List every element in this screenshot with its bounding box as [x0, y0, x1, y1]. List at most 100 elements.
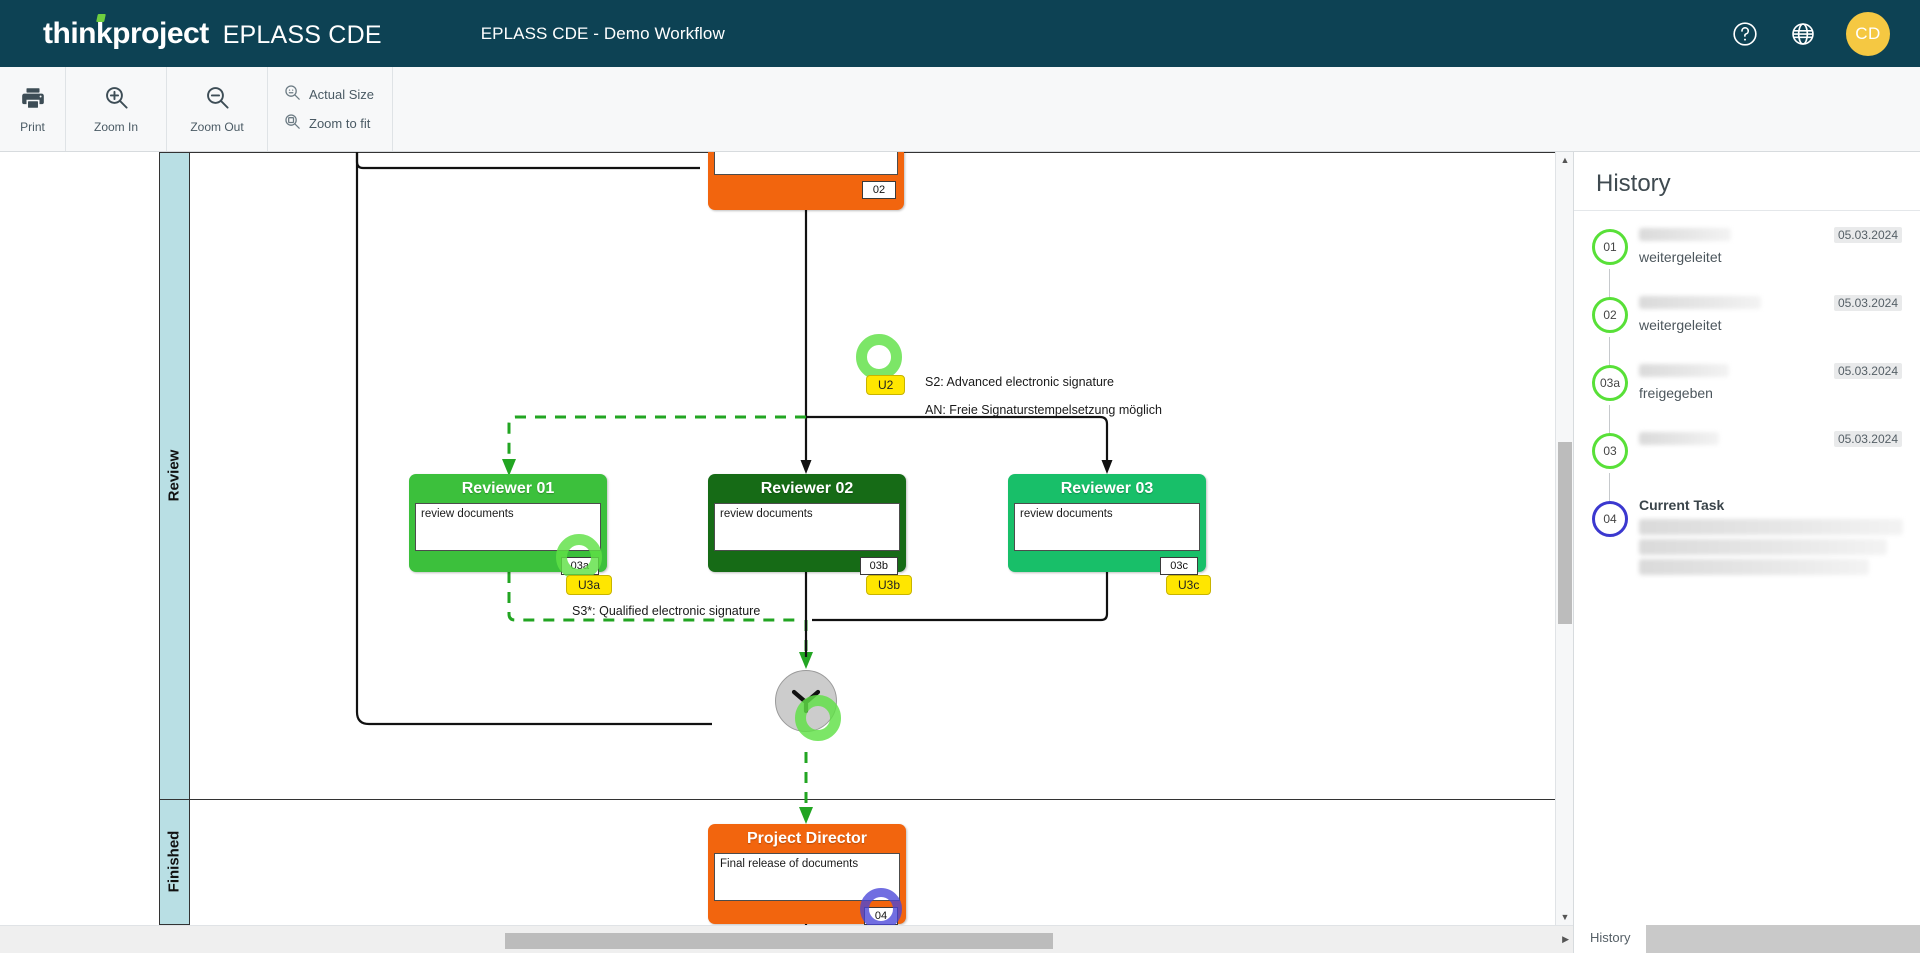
actual-size-button[interactable]: Actual Size [284, 84, 374, 106]
ubadge-u3c: U3c [1166, 575, 1212, 595]
node-03a-code: 03a [560, 557, 599, 575]
vertical-scroll-thumb[interactable] [1558, 442, 1572, 624]
history-date: 05.03.2024 [1833, 227, 1902, 243]
zoom-to-fit-label: Zoom to fit [309, 116, 371, 131]
tab-history[interactable]: History [1574, 925, 1647, 953]
node-03b-body: review documents [714, 503, 900, 551]
history-connector [1609, 473, 1610, 501]
node-reviewer-01[interactable]: Reviewer 01 review documents 03a [409, 474, 607, 575]
main-area: Review Finished distribute document 02 U… [0, 152, 1920, 953]
history-content: Current Task [1628, 497, 1903, 575]
avatar[interactable]: CD [1846, 11, 1890, 56]
history-user-redacted [1639, 432, 1719, 445]
workflow-canvas[interactable]: Review Finished distribute document 02 U… [0, 152, 1558, 925]
history-user-redacted [1639, 296, 1761, 309]
history-content: 05.03.2024 weitergeleitet [1628, 293, 1902, 361]
horizontal-scroll-thumb[interactable] [505, 933, 1053, 949]
help-circle-icon[interactable] [1730, 19, 1760, 49]
canvas-vertical-scrollbar[interactable]: ▲ ▼ [1555, 152, 1573, 925]
zoom-out-icon [204, 84, 231, 116]
swimlane-review-label: Review [165, 449, 183, 502]
annotation-an: AN: Freie Signaturstempelsetzung möglich [925, 403, 1162, 417]
history-connector [1609, 337, 1610, 365]
swimlane-finished-label: Finished [165, 830, 183, 893]
history-content: 05.03.2024 freigegeben [1628, 361, 1902, 429]
zoom-to-fit-icon [284, 113, 301, 135]
history-connector [1609, 405, 1610, 433]
viewer-toolbar: Print Zoom In Zoom Out [0, 67, 1920, 152]
history-content: 05.03.2024 weitergeleitet [1628, 225, 1902, 293]
ubadge-u3a: U3a [566, 575, 613, 595]
zoom-out-button[interactable]: Zoom Out [167, 67, 267, 151]
swimlane-finished: Finished [159, 799, 189, 924]
brand-logo: thinkproject [43, 13, 209, 51]
node-03b-code: 03b [859, 557, 898, 575]
history-badge: 03a [1592, 365, 1628, 401]
history-date: 05.03.2024 [1833, 295, 1902, 311]
node-reviewer-02[interactable]: Reviewer 02 review documents 03b [708, 474, 906, 575]
annotation-s2: S2: Advanced electronic signature [925, 375, 1115, 389]
history-item[interactable]: 02 05.03.2024 weitergeleitet [1592, 293, 1902, 365]
history-date: 05.03.2024 [1833, 363, 1902, 379]
document-title: EPLASS CDE - Demo Workflow [480, 23, 725, 43]
node-03b-footer: 03b [708, 551, 906, 579]
workflow-connectors [159, 152, 1558, 925]
node-03b-title: Reviewer 02 [760, 480, 854, 497]
current-task-redacted-line-2 [1639, 539, 1887, 555]
current-task-label: Current Task [1639, 497, 1725, 513]
history-title: History [1574, 152, 1920, 211]
toolbar-group-print: Print [0, 67, 66, 151]
history-content: 05.03.2024 [1628, 429, 1902, 497]
node-02-body: distribute document [714, 152, 898, 175]
brand-logo-text: thinkproject [43, 16, 209, 50]
history-action: freigegeben [1639, 385, 1713, 401]
node-04-footer: 04 [708, 901, 906, 925]
zoom-in-icon [103, 84, 130, 116]
toolbar-group-zoom-out: Zoom Out [167, 67, 268, 151]
swimlane-review: Review [159, 152, 189, 799]
brand[interactable]: thinkproject EPLASS CDE [43, 13, 382, 51]
history-panel: History 01 05.03.2024 weitergeleitet 02 … [1573, 152, 1920, 953]
node-03c-code: 03c [1160, 557, 1198, 575]
history-item-current[interactable]: 04 Current Task [1592, 497, 1903, 575]
actual-size-label: Actual Size [309, 87, 375, 102]
canvas-horizontal-scrollbar[interactable]: ▶ [0, 925, 1573, 953]
history-user-redacted [1639, 228, 1731, 241]
history-action: weitergeleitet [1639, 249, 1722, 265]
history-action: weitergeleitet [1639, 317, 1722, 333]
globe-icon[interactable] [1788, 19, 1818, 49]
history-date: 05.03.2024 [1833, 431, 1902, 447]
scroll-right-arrow-icon[interactable]: ▶ [1562, 934, 1569, 944]
merge-gateway-icon[interactable] [775, 670, 837, 732]
node-03c-title: Reviewer 03 [1060, 480, 1154, 497]
history-badge: 03 [1592, 433, 1628, 469]
node-project-director[interactable]: Project Director Final release of docume… [708, 824, 906, 925]
history-connector [1609, 269, 1610, 297]
zoom-to-fit-button[interactable]: Zoom to fit [284, 113, 374, 135]
zoom-in-button[interactable]: Zoom In [66, 67, 166, 151]
brand-accent-icon [96, 13, 106, 22]
history-list: 01 05.03.2024 weitergeleitet 02 05.03.20… [1574, 211, 1920, 575]
history-item[interactable]: 03a 05.03.2024 freigegeben [1592, 361, 1902, 433]
scroll-up-arrow-icon[interactable]: ▲ [1560, 155, 1570, 165]
current-task-redacted-line-1 [1639, 519, 1903, 535]
node-04-code: 04 [864, 907, 898, 925]
node-reviewer-03[interactable]: Reviewer 03 review documents 03c [1008, 474, 1206, 575]
node-distribute-document[interactable]: distribute document 02 [708, 152, 904, 210]
app-header: thinkproject EPLASS CDE EPLASS CDE - Dem… [0, 0, 1920, 67]
node-03a-body: review documents [415, 503, 601, 551]
history-badge: 01 [1592, 229, 1628, 265]
scroll-down-arrow-icon[interactable]: ▼ [1560, 912, 1570, 922]
toolbar-group-zoom-in: Zoom In [66, 67, 167, 151]
header-actions: CD [1730, 0, 1890, 67]
print-label: Print [20, 119, 45, 134]
current-task-redacted-line-3 [1639, 559, 1869, 575]
print-button[interactable]: Print [0, 67, 65, 151]
workflow-canvas-pane[interactable]: Review Finished distribute document 02 U… [0, 152, 1573, 953]
history-item[interactable]: 03 05.03.2024 [1592, 429, 1902, 501]
node-03a-title: Reviewer 01 [461, 480, 555, 497]
node-02-footer: 02 [708, 175, 904, 203]
history-item[interactable]: 01 05.03.2024 weitergeleitet [1592, 225, 1902, 297]
node-03c-body: review documents [1014, 503, 1200, 551]
ubadge-u2: U2 [866, 375, 906, 395]
